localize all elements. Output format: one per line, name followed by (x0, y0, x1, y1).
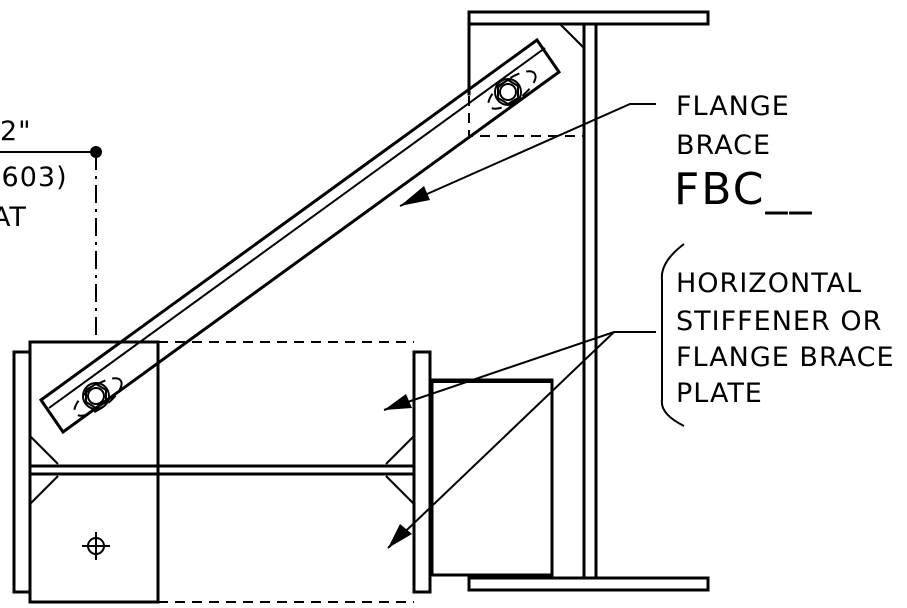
flange-brace-callout: FLANGE BRACE FBC__ (399, 91, 813, 215)
stiffener-bracket (660, 243, 685, 427)
lower-bolt (73, 377, 123, 417)
bolt-hole-symbol (82, 532, 110, 560)
brace-inner-line (48, 47, 546, 409)
stiffener-leader-1 (383, 331, 656, 411)
reference-text-2: )603) (0, 162, 68, 193)
lower-plate (430, 378, 554, 577)
stiffener-callout: HORIZONTAL STIFFENER OR FLANGE BRACE PLA… (383, 243, 895, 549)
girder-bottom-flange (467, 576, 710, 592)
upper-plate-clip (559, 23, 585, 49)
reference-text-1: 2" (0, 116, 32, 147)
stiffener-label-1: HORIZONTAL (676, 268, 862, 299)
left-end-plate (12, 350, 32, 594)
stiffener-label-3: FLANGE BRACE (676, 342, 895, 373)
flange-brace-leader (399, 103, 656, 207)
upper-plate-hidden (468, 96, 584, 137)
girder-top-flange (467, 10, 710, 26)
flange-brace-label-1: FLANGE (676, 91, 790, 122)
stiffener-arrowhead-1 (384, 394, 412, 410)
reference-text-3: AT (0, 202, 27, 233)
vertical-girder (430, 10, 710, 592)
stiffener-leader-2 (387, 331, 615, 549)
lower-slot-hidden (73, 377, 123, 417)
upper-bolt (487, 70, 537, 110)
stiffener-label-2: STIFFENER OR (676, 306, 882, 337)
flange-brace-member (38, 37, 562, 435)
stiffener-arrowhead-2 (388, 524, 412, 548)
stiffener-label-4: PLATE (676, 378, 763, 409)
right-end-plate (412, 350, 432, 594)
clip-ll (29, 475, 59, 505)
beam-end (12, 340, 432, 604)
clip-lr (385, 475, 415, 505)
upper-slot-hidden (487, 70, 537, 110)
brace-outline (38, 37, 562, 435)
clip-ur (385, 435, 415, 465)
flange-brace-label-2: BRACE (676, 130, 771, 161)
section-reference: 2" )603) AT (0, 116, 102, 342)
clip-ul (29, 435, 59, 465)
flange-brace-mark: FBC__ (674, 164, 813, 215)
flange-brace-arrowhead (400, 186, 430, 206)
